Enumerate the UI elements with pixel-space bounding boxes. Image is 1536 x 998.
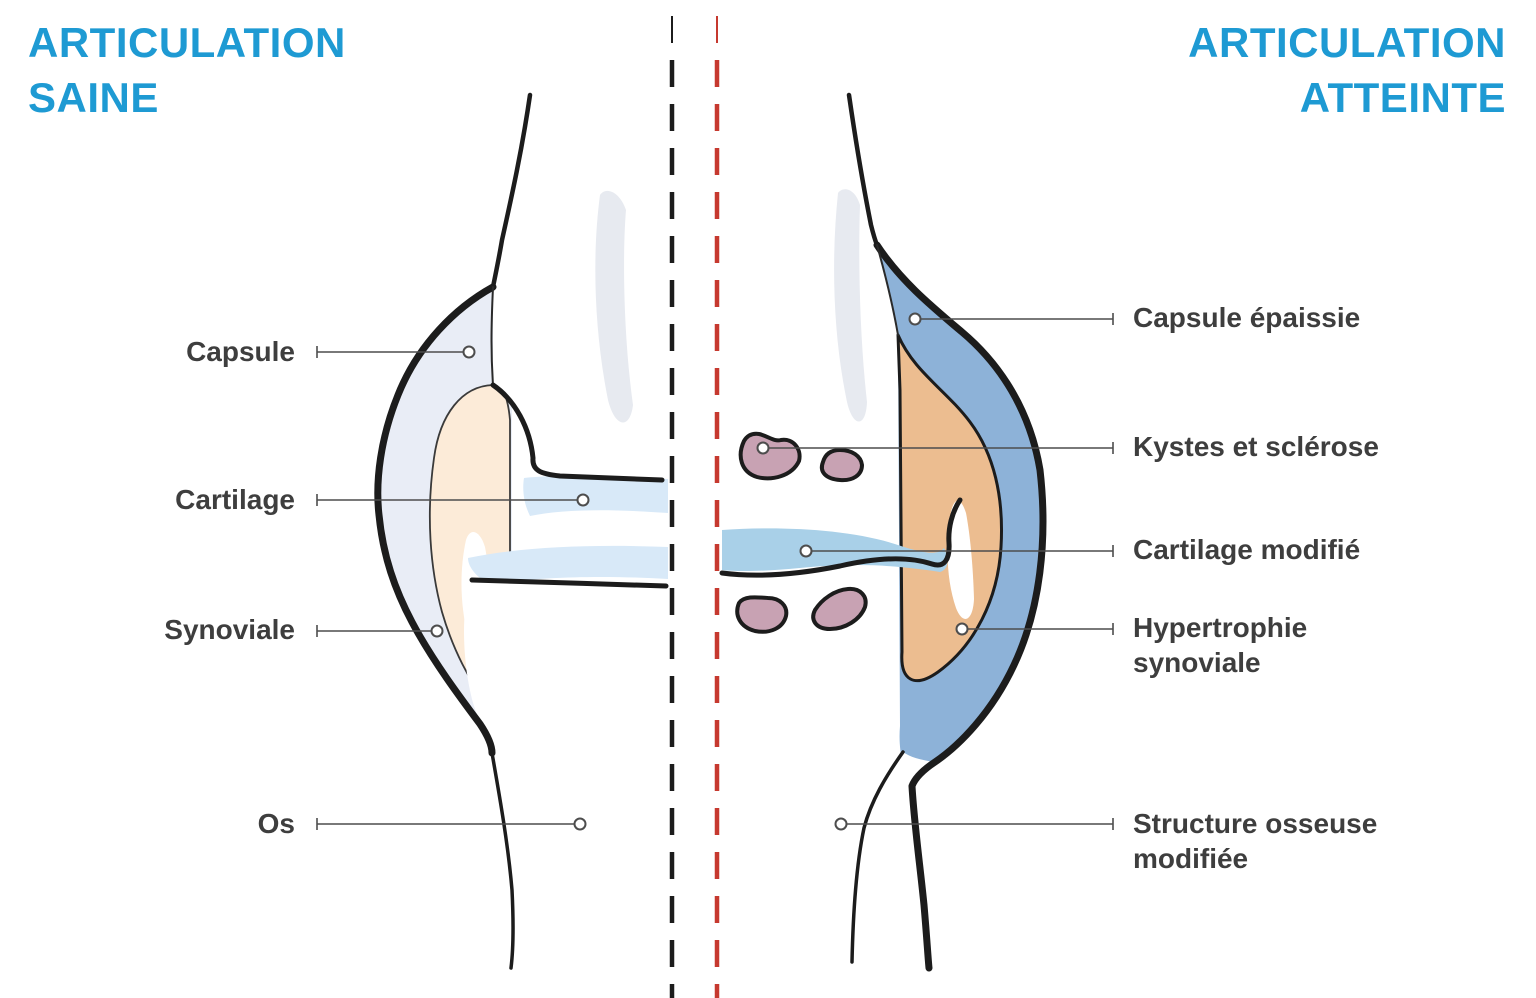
- affected-synovium-shape: [896, 333, 1003, 683]
- leader-synoviale: [316, 624, 444, 638]
- title-healthy-joint: ARTICULATION SAINE: [28, 19, 346, 121]
- title-affected-joint: ARTICULATION ATTEINTE: [1188, 19, 1506, 121]
- affected-joint-illustration: [719, 92, 1047, 972]
- label-os: Os: [257, 808, 295, 839]
- cyst-upper-right: [820, 448, 864, 483]
- label-hypertrophie-synoviale: Hypertrophie synoviale: [1133, 612, 1308, 678]
- label-cartilage-modifie: Cartilage modifié: [1133, 534, 1361, 565]
- healthy-tibia-outline: [490, 751, 515, 970]
- affected-femur-outline: [846, 92, 880, 248]
- healthy-tibia-plateau-outline: [469, 577, 669, 589]
- leader-hypertrophie: [955, 622, 1114, 636]
- affected-cysts: [735, 431, 868, 634]
- healthy-femur-outline: [490, 92, 533, 290]
- leader-structure: [834, 817, 1114, 831]
- affected-tibia-outline: [850, 750, 905, 964]
- affected-capsule-inner-line: [876, 244, 899, 336]
- affected-capsule-outline: [873, 241, 1047, 972]
- healthy-cartilage-upper: [523, 475, 668, 516]
- healthy-capsule-inner-line: [490, 286, 494, 386]
- leader-kystes: [756, 441, 1114, 455]
- healthy-capsule-outline: [374, 283, 497, 757]
- leader-cartilage: [316, 493, 590, 507]
- healthy-tibia-shape: [464, 580, 668, 972]
- cyst-upper-left: [738, 431, 802, 481]
- leader-cartilage-modifie: [799, 544, 1114, 558]
- leader-capsule-epaissie: [908, 312, 1114, 326]
- label-capsule-epaissie: Capsule épaissie: [1133, 302, 1361, 333]
- healthy-cartilage-lower: [468, 545, 668, 585]
- label-structure-osseuse: Structure osseuse modifiée: [1133, 808, 1378, 874]
- healthy-bone-shadow: [595, 190, 633, 423]
- affected-bone-shadow: [834, 189, 867, 422]
- affected-synovium-slot: [947, 500, 974, 619]
- leader-capsule: [316, 345, 476, 359]
- label-capsule: Capsule: [186, 336, 295, 367]
- midline-divider: [669, 16, 720, 998]
- cyst-lower-left: [735, 595, 789, 634]
- healthy-condyle-outline: [490, 382, 665, 483]
- label-cartilage: Cartilage: [175, 484, 295, 515]
- label-kystes-et-sclerose: Kystes et sclérose: [1133, 431, 1379, 462]
- leader-os: [316, 817, 587, 831]
- healthy-joint-illustration: [374, 92, 669, 972]
- leader-lines: [316, 312, 1114, 831]
- label-synoviale: Synoviale: [164, 614, 295, 645]
- affected-cartilage-outline: [719, 497, 963, 578]
- cyst-lower-right: [811, 586, 868, 631]
